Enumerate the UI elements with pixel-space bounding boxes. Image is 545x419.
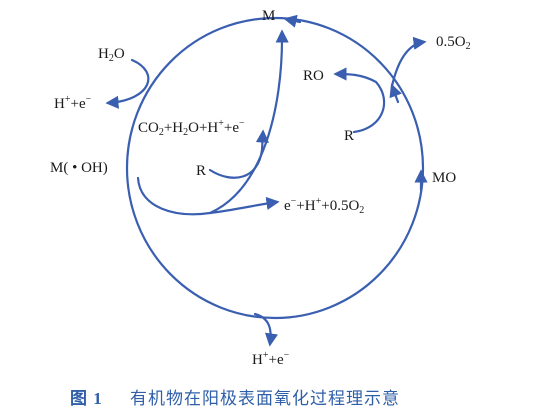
label-h2o: H2O: [98, 46, 125, 64]
label-e-h-o2: e−+H++0.5O2: [284, 196, 364, 216]
arrow-to-m: [283, 14, 302, 28]
svg-text:e−+H++0.5O2: e−+H++0.5O2: [284, 196, 364, 216]
arrow-right-upper: [389, 83, 402, 104]
main-cycle-circle: [125, 16, 425, 320]
label-hplus-e-bottom: H++e−: [252, 350, 290, 368]
arrow-moh-to-co2: [208, 29, 289, 215]
arrow-bottom-hplus: [253, 312, 279, 347]
figure-caption: 图 1 有机物在阳极表面氧化过程理示意: [70, 389, 400, 408]
arrow-moh-to-o2: [136, 176, 280, 216]
label-hplus-e-left: H++e−: [54, 94, 92, 112]
label-o2-top: 0.5O2: [436, 34, 471, 52]
label-ro: RO: [303, 68, 324, 84]
arrow-h2o-to-hplus: [105, 58, 150, 109]
label-mo: MO: [432, 170, 456, 186]
arrow-r-inner: [208, 129, 270, 179]
label-m: M: [262, 8, 275, 24]
label-r-outer: R: [344, 128, 354, 144]
label-co2-line: CO2+H2O+H++e−: [138, 118, 245, 138]
caption-figure-number: 图 1: [70, 389, 103, 408]
arrow-r-to-ro: [333, 67, 386, 134]
svg-text:H2O: H2O: [98, 46, 125, 64]
svg-text:H++e−: H++e−: [54, 94, 92, 112]
label-moh: M( • OH): [50, 160, 108, 176]
arrow-to-o2: [390, 36, 427, 88]
svg-text:0.5O2: 0.5O2: [436, 34, 471, 52]
caption-title: 有机物在阳极表面氧化过程理示意: [130, 389, 400, 408]
svg-text:CO2+H2O+H++e−: CO2+H2O+H++e−: [138, 118, 245, 138]
label-r-inner: R: [196, 163, 206, 179]
svg-text:H++e−: H++e−: [252, 350, 290, 368]
